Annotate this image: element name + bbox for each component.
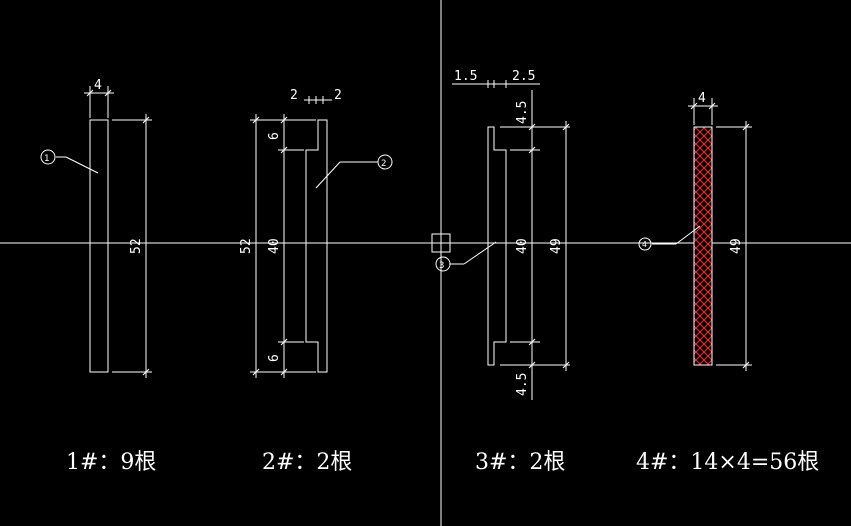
piece-3-inner-label: 40 <box>515 238 530 254</box>
piece-3-balloon: 3 <box>439 261 444 271</box>
piece-1-caption: 1#：9根 <box>66 450 156 475</box>
piece-4-length-label: 49 <box>729 238 744 254</box>
piece-4-hatched-section[interactable] <box>693 126 713 366</box>
piece-2-notch-top-label: 6 <box>267 132 282 140</box>
piece-3-top-label-left: 1.5 <box>454 69 477 84</box>
piece-1-length-label: 52 <box>129 238 144 254</box>
piece-3-offset-top-label: 4.5 <box>515 101 530 124</box>
piece-1-outline[interactable] <box>89 119 109 373</box>
piece-2-inner-label: 40 <box>267 238 282 254</box>
piece-2-balloon: 2 <box>381 159 386 169</box>
piece-2-length-label: 52 <box>239 238 254 254</box>
piece-2-caption: 2#：2根 <box>262 450 352 475</box>
piece-1-balloon: 1 <box>44 154 49 164</box>
piece-4-drawing[interactable]: 4 49 4 <box>638 91 752 371</box>
pickbox-cursor[interactable] <box>431 233 451 253</box>
piece-2-drawing[interactable]: 2 2 52 40 6 6 2 <box>239 88 393 378</box>
piece-3-offset-bottom-label: 4.5 <box>515 373 530 396</box>
piece-3-caption: 3#：2根 <box>475 450 565 475</box>
piece-4-caption: 4#：14×4=56根 <box>636 450 819 475</box>
piece-2-top-label-right: 2 <box>334 88 342 103</box>
piece-1-drawing[interactable]: 4 52 1 <box>40 78 152 378</box>
piece-3-outline[interactable] <box>487 126 507 366</box>
piece-3-top-label-right: 2.5 <box>512 69 535 84</box>
piece-4-balloon: 4 <box>642 240 647 249</box>
piece-4-width-label: 4 <box>698 91 706 106</box>
piece-2-top-label-left: 2 <box>290 88 298 103</box>
piece-2-outline[interactable] <box>305 119 328 373</box>
piece-1-width-label: 4 <box>94 78 102 93</box>
piece-2-notch-bottom-label: 6 <box>267 354 282 362</box>
piece-3-length-label: 49 <box>549 238 564 254</box>
piece-3-drawing[interactable]: 1.5 2.5 4.5 4.5 40 49 3 <box>435 69 570 400</box>
